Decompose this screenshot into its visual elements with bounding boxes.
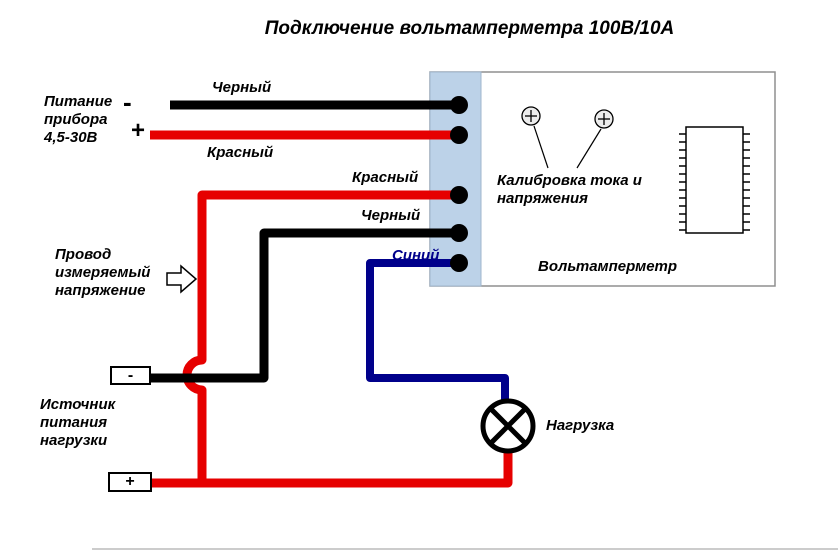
ic-chip	[685, 126, 744, 234]
power-minus-sign: -	[123, 87, 132, 117]
ic-chip-pins-right	[743, 133, 750, 231]
terminal-dot-1	[450, 96, 468, 114]
terminal-dot-4	[450, 224, 468, 242]
blue-wire-label: Синий	[392, 247, 440, 264]
red-sense-wire	[182, 190, 459, 483]
source-plus-terminal: +	[108, 472, 152, 492]
calibration-pointer-line-2	[576, 128, 602, 169]
power-plus-sign: +	[131, 117, 146, 144]
calibration-pointer-line-1	[533, 125, 549, 169]
terminal-dot-5	[450, 254, 468, 272]
source-plus-terminal-label: +	[125, 473, 135, 490]
calibration-label: Калибровка тока и напряжения	[497, 172, 642, 207]
load-source-label: Источник питания нагрузки	[40, 396, 116, 449]
pointer-arrow-icon	[166, 264, 198, 294]
source-minus-terminal-label: -	[127, 366, 134, 384]
black-power-wire-label: Черный	[212, 79, 272, 96]
terminal-dot-2	[450, 126, 468, 144]
diagram-title: Подключение вольтамперметра 100В/10А	[264, 18, 675, 39]
load-label: Нагрузка	[546, 417, 615, 434]
red-sense-wire-label: Красный	[352, 169, 419, 186]
power-input-label: Питание прибора 4,5-30В	[44, 93, 113, 146]
source-minus-terminal: -	[110, 366, 151, 385]
measured-voltage-note: Провод измеряемый напряжение	[55, 246, 151, 299]
blue-load-wire	[366, 259, 509, 402]
red-load-wire	[152, 450, 513, 488]
ic-chip-pins-left	[679, 133, 686, 231]
black-sense-wire	[151, 228, 459, 383]
terminal-dot-3	[450, 186, 468, 204]
red-power-wire-label: Красный	[207, 144, 274, 161]
voltammeter-label: Вольтамперметр	[538, 258, 678, 275]
black-sense-wire-label: Черный	[361, 207, 421, 224]
lamp-cross-line-2	[488, 406, 528, 446]
